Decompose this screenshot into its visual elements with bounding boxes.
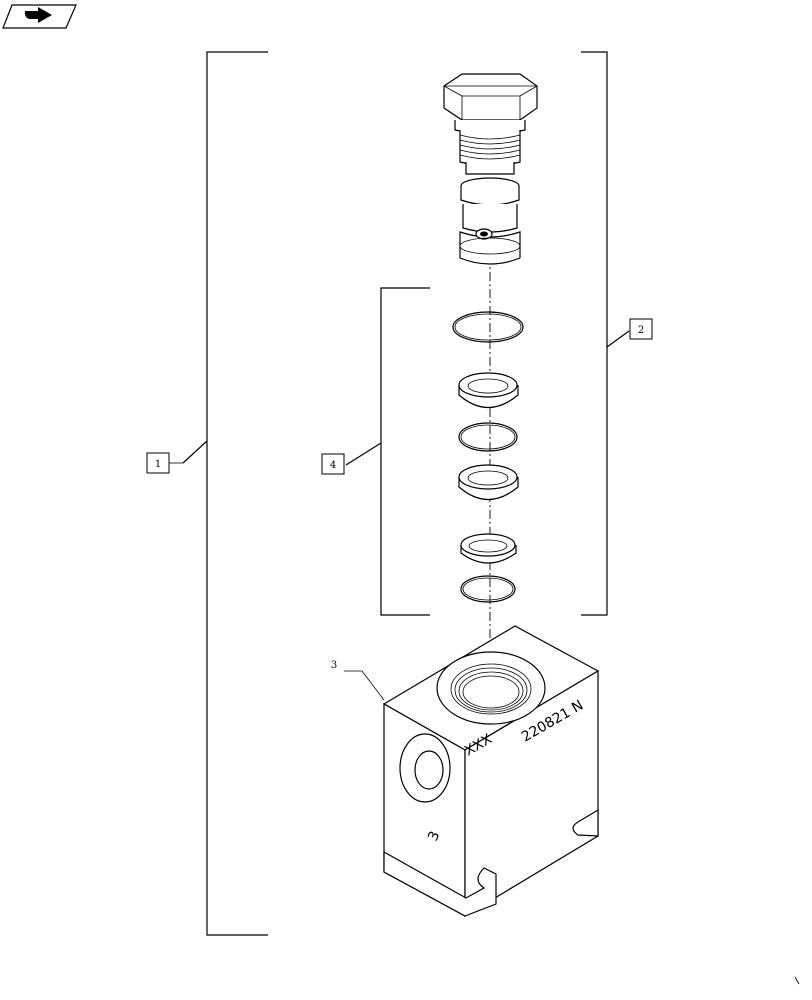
backup-ring-2 [458,464,519,500]
oring-mid [458,422,518,452]
valve-block [382,625,600,918]
callout-4[interactable]: 4 [321,453,345,475]
callout-1[interactable]: 1 [146,452,183,474]
callout-3[interactable]: 3 [331,660,385,701]
bracket-item-4 [345,287,430,616]
callout-1-label: 1 [155,459,161,470]
callout-3-label: 3 [331,660,337,671]
oring-top [452,311,524,343]
corner-mark [794,976,800,985]
bracket-item-1 [182,51,268,936]
cartridge-valve [443,73,538,265]
bracket-item-2 [581,51,630,616]
oring-bottom [460,575,516,603]
back-arrow-icon[interactable] [2,4,77,29]
callout-4-label: 4 [330,460,336,471]
callout-2-label: 2 [638,325,644,336]
callout-2[interactable]: 2 [629,318,653,340]
backup-ring-3 [460,533,517,564]
backup-ring-1 [458,372,519,408]
